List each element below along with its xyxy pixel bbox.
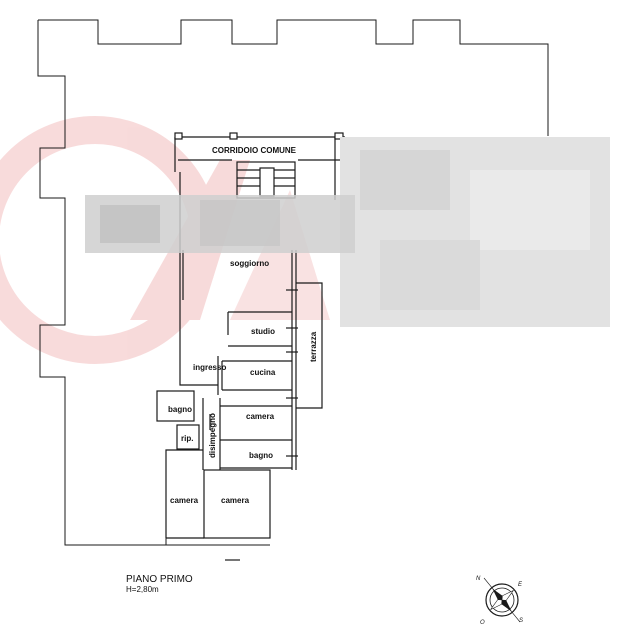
compass-rose [483,577,521,623]
hallway-label: disimpegno [208,413,217,458]
kitchen-label: cucina [250,368,276,377]
floor-title: PIANO PRIMO [126,574,193,585]
living-label: soggiorno [230,259,269,268]
compass-s: S [519,618,523,624]
corridor-label: CORRIDOIO COMUNE [212,146,297,155]
compass-o: O [480,620,485,626]
bathroom-2-label: bagno [249,451,273,460]
entrance-label: ingresso [193,363,226,372]
compass-n: N [476,576,481,582]
bedroom-1-label: camera [246,412,275,421]
terrace-label: terrazza [309,331,318,362]
bathroom-1-label: bagno [168,405,192,414]
study-label: studio [251,327,275,336]
building-outline [37,19,549,546]
blurred-region [85,137,610,327]
compass-e: E [518,582,523,588]
storage-label: rip. [181,434,193,443]
bedroom-2-label: camera [170,496,199,505]
bedroom-3-label: camera [221,496,250,505]
floor-height: H=2,80m [126,585,159,594]
apartment-walls [156,132,345,561]
